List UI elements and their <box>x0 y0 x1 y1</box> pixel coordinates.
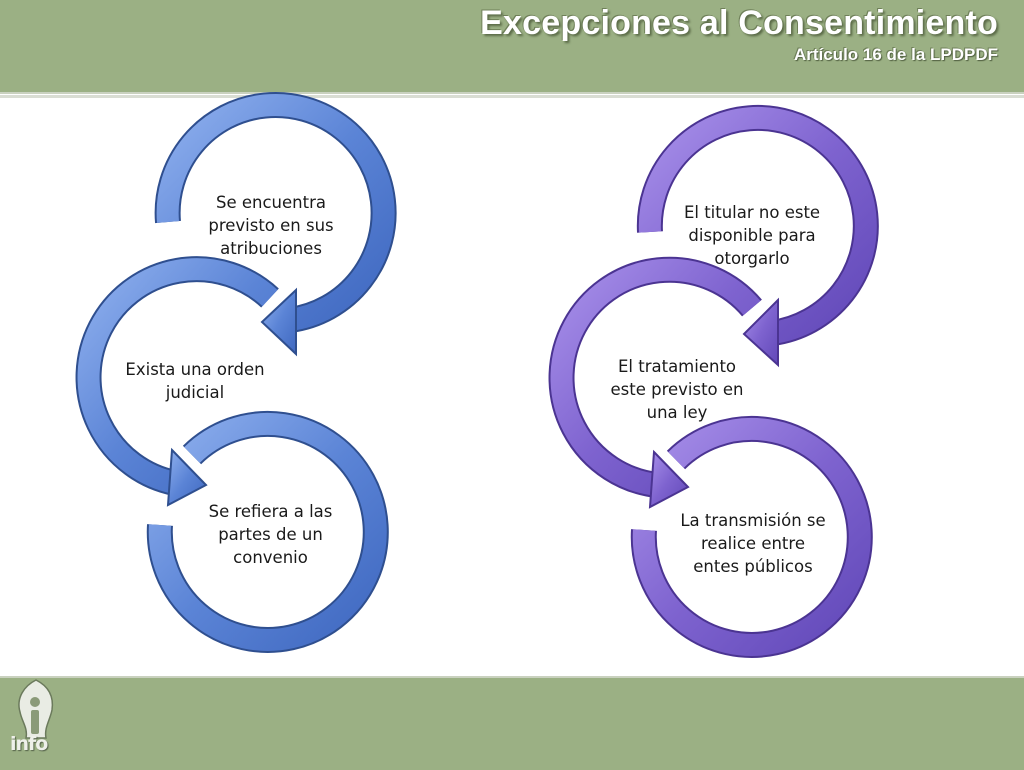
info-logo-text: info <box>10 733 48 755</box>
footer-bar <box>0 676 1024 770</box>
left-arrowhead-2 <box>166 447 208 507</box>
left-step-1-label: Se encuentra previsto en sus atribucione… <box>208 193 334 258</box>
info-logo <box>18 679 54 739</box>
right-arrowhead-1 <box>742 297 779 368</box>
page-title: Excepciones al Consentimiento <box>480 4 998 42</box>
header-divider <box>0 95 1024 98</box>
right-arc-group <box>548 104 879 658</box>
right-step-3-label: La transmisión se realice entre entes pú… <box>680 511 826 576</box>
page-subtitle: Artículo 16 de la LPDPDF <box>793 45 998 64</box>
right-step-1-label: El titular no este disponible para otorg… <box>683 203 821 268</box>
left-step-2-label: Exista una orden judicial <box>125 360 265 402</box>
left-step-3-label: Se refiera a las partes de un convenio <box>208 502 333 567</box>
left-arrowhead-1 <box>260 287 297 357</box>
right-step-2-label: El tratamiento este previsto en una ley <box>610 357 744 422</box>
header-bar <box>0 0 1024 94</box>
right-arrowhead-2 <box>648 449 690 509</box>
left-arc-group <box>75 91 397 653</box>
